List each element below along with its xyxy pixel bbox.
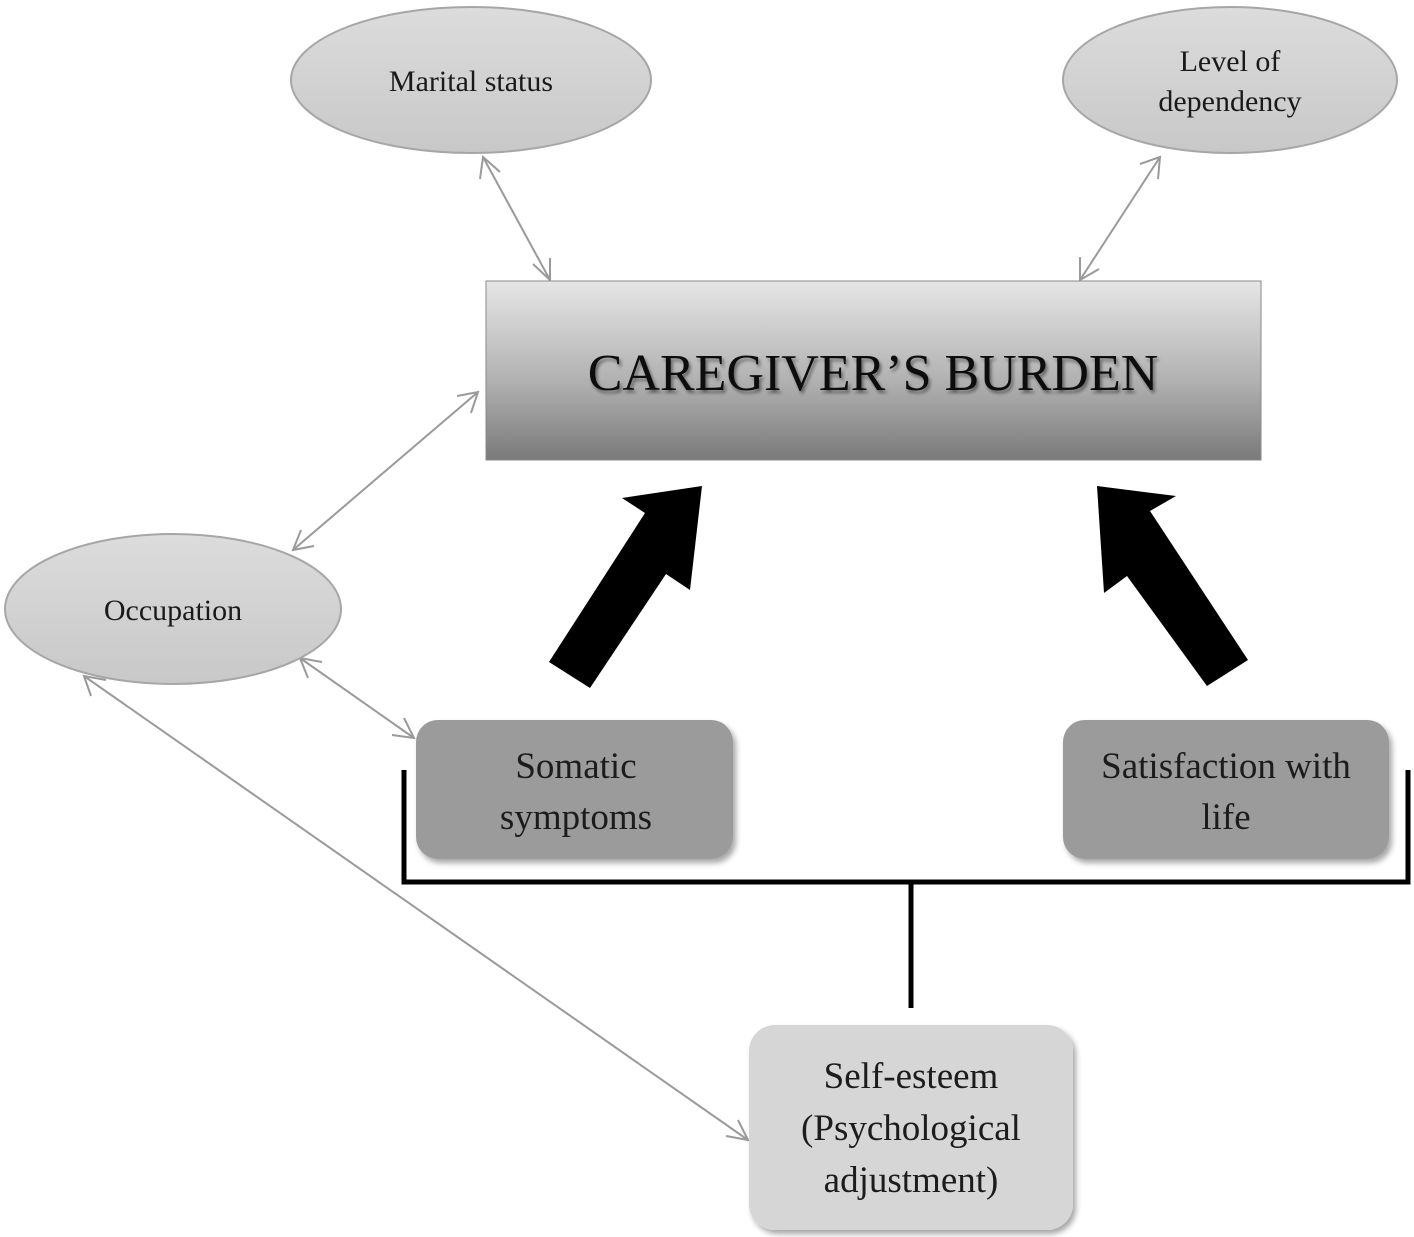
thin-connectors (82, 155, 1162, 1142)
thick-arrows (549, 486, 1248, 688)
satisfaction-with-life-label-line1: Satisfaction with (1101, 746, 1351, 787)
somatic-symptoms-label-line1: Somatic (515, 746, 636, 787)
satisfaction-with-life-box: Satisfaction with life (1063, 720, 1389, 859)
ellipse-marital-status: Marital status (290, 6, 652, 154)
somatic-symptoms-box: Somatic symptoms (416, 720, 733, 859)
ellipse-occupation: Occupation (4, 533, 342, 685)
level-of-dependency-label-line1: Level of (1180, 45, 1281, 78)
occupation-label: Occupation (104, 594, 242, 627)
self-esteem-box: Self-esteem (Psychological adjustment) (749, 1025, 1073, 1230)
connector-occupation-burden (291, 390, 480, 552)
caregivers-burden-label: CAREGIVER’S BURDEN (588, 345, 1159, 402)
connector-occupation-self-esteem (82, 674, 750, 1142)
connector-occupation-somatic (298, 656, 416, 740)
connector-marital-status-burden (479, 155, 551, 283)
marital-status-label: Marital status (389, 65, 553, 98)
thick-arrow-somatic-to-burden (549, 486, 702, 688)
level-of-dependency-label-line2: dependency (1158, 85, 1301, 118)
somatic-symptoms-label-line2: symptoms (500, 797, 652, 838)
caregivers-burden-box: CAREGIVER’S BURDEN (485, 280, 1262, 461)
self-esteem-label-line3: adjustment) (824, 1160, 999, 1201)
connector-dependency-burden (1079, 155, 1162, 282)
ellipse-level-of-dependency: Level of dependency (1062, 6, 1398, 154)
thick-arrow-satisfaction-to-burden (1097, 486, 1248, 686)
satisfaction-with-life-label-line2: life (1201, 797, 1250, 838)
self-esteem-bracket (401, 770, 1411, 1008)
self-esteem-label-line1: Self-esteem (824, 1056, 999, 1097)
self-esteem-label-line2: (Psychological (801, 1108, 1021, 1149)
